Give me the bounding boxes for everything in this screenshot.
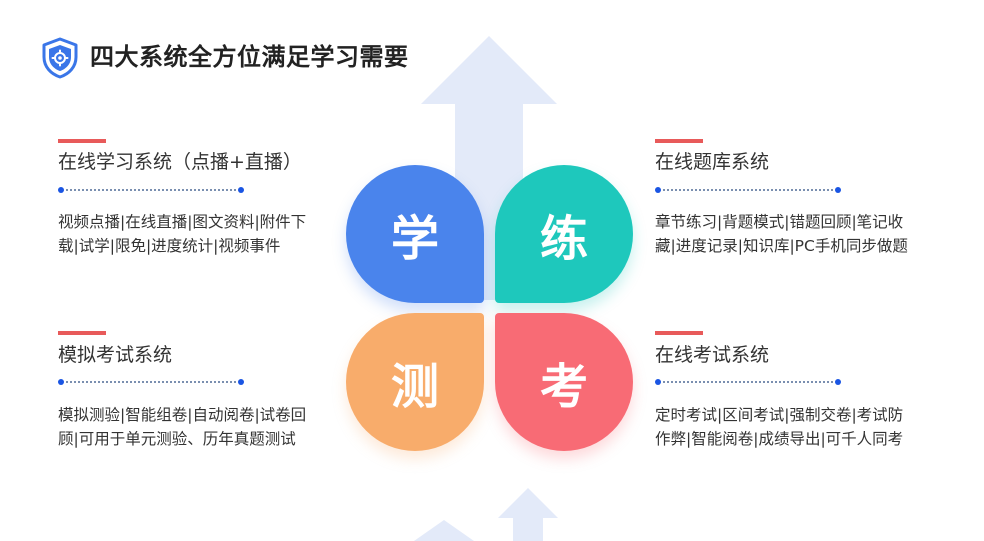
divider-dot xyxy=(238,379,244,385)
dotted-divider xyxy=(58,379,244,385)
desc-line: 顾|可用于单元测验、历年真题测试 xyxy=(58,430,296,448)
desc-line: 载|试学|限免|进度统计|视频事件 xyxy=(58,237,281,255)
dotted-divider xyxy=(655,187,841,193)
dotted-divider xyxy=(655,379,841,385)
desc-line: 作弊|智能阅卷|成绩导出|可千人同考 xyxy=(655,430,904,448)
accent-bar xyxy=(58,139,106,143)
desc-line: 定时考试|区间考试|强制交卷|考试防 xyxy=(655,406,904,424)
petal-learn: 学 xyxy=(346,165,484,303)
divider-dot xyxy=(835,379,841,385)
divider-dot xyxy=(835,187,841,193)
divider-line xyxy=(663,381,833,383)
shield-gear-icon xyxy=(42,37,78,79)
divider-dot xyxy=(58,187,64,193)
desc-line: 章节练习|背题模式|错题回顾|笔记收 xyxy=(655,213,904,231)
dotted-divider xyxy=(58,187,244,193)
section-desc-mock-exam: 模拟测验|智能组卷|自动阅卷|试卷回 顾|可用于单元测验、历年真题测试 xyxy=(58,403,348,451)
section-desc-question-bank: 章节练习|背题模式|错题回顾|笔记收 藏|进度记录|知识库|PC手机同步做题 xyxy=(655,210,955,258)
section-desc-online-exam: 定时考试|区间考试|强制交卷|考试防 作弊|智能阅卷|成绩导出|可千人同考 xyxy=(655,403,955,451)
divider-dot xyxy=(655,379,661,385)
desc-line: 模拟测验|智能组卷|自动阅卷|试卷回 xyxy=(58,406,307,424)
divider-dot xyxy=(238,187,244,193)
section-title-question-bank: 在线题库系统 xyxy=(655,151,770,173)
divider-line xyxy=(66,189,236,191)
desc-line: 视频点播|在线直播|图文资料|附件下 xyxy=(58,213,307,231)
accent-bar xyxy=(655,331,703,335)
up-arrow-small-left xyxy=(414,520,474,541)
up-arrow-small-right xyxy=(498,488,558,541)
page-title: 四大系统全方位满足学习需要 xyxy=(90,43,409,71)
petal-practice: 练 xyxy=(495,165,633,303)
divider-line xyxy=(663,189,833,191)
petal-test: 测 xyxy=(346,313,484,451)
petal-exam: 考 xyxy=(495,313,633,451)
divider-line xyxy=(66,381,236,383)
divider-dot xyxy=(58,379,64,385)
accent-bar xyxy=(58,331,106,335)
accent-bar xyxy=(655,139,703,143)
divider-dot xyxy=(655,187,661,193)
section-title-online-exam: 在线考试系统 xyxy=(655,344,770,366)
section-title-online-learning: 在线学习系统（点播+直播） xyxy=(58,151,302,173)
section-desc-online-learning: 视频点播|在线直播|图文资料|附件下 载|试学|限免|进度统计|视频事件 xyxy=(58,210,348,258)
section-title-mock-exam: 模拟考试系统 xyxy=(58,344,173,366)
desc-line: 藏|进度记录|知识库|PC手机同步做题 xyxy=(655,237,908,255)
